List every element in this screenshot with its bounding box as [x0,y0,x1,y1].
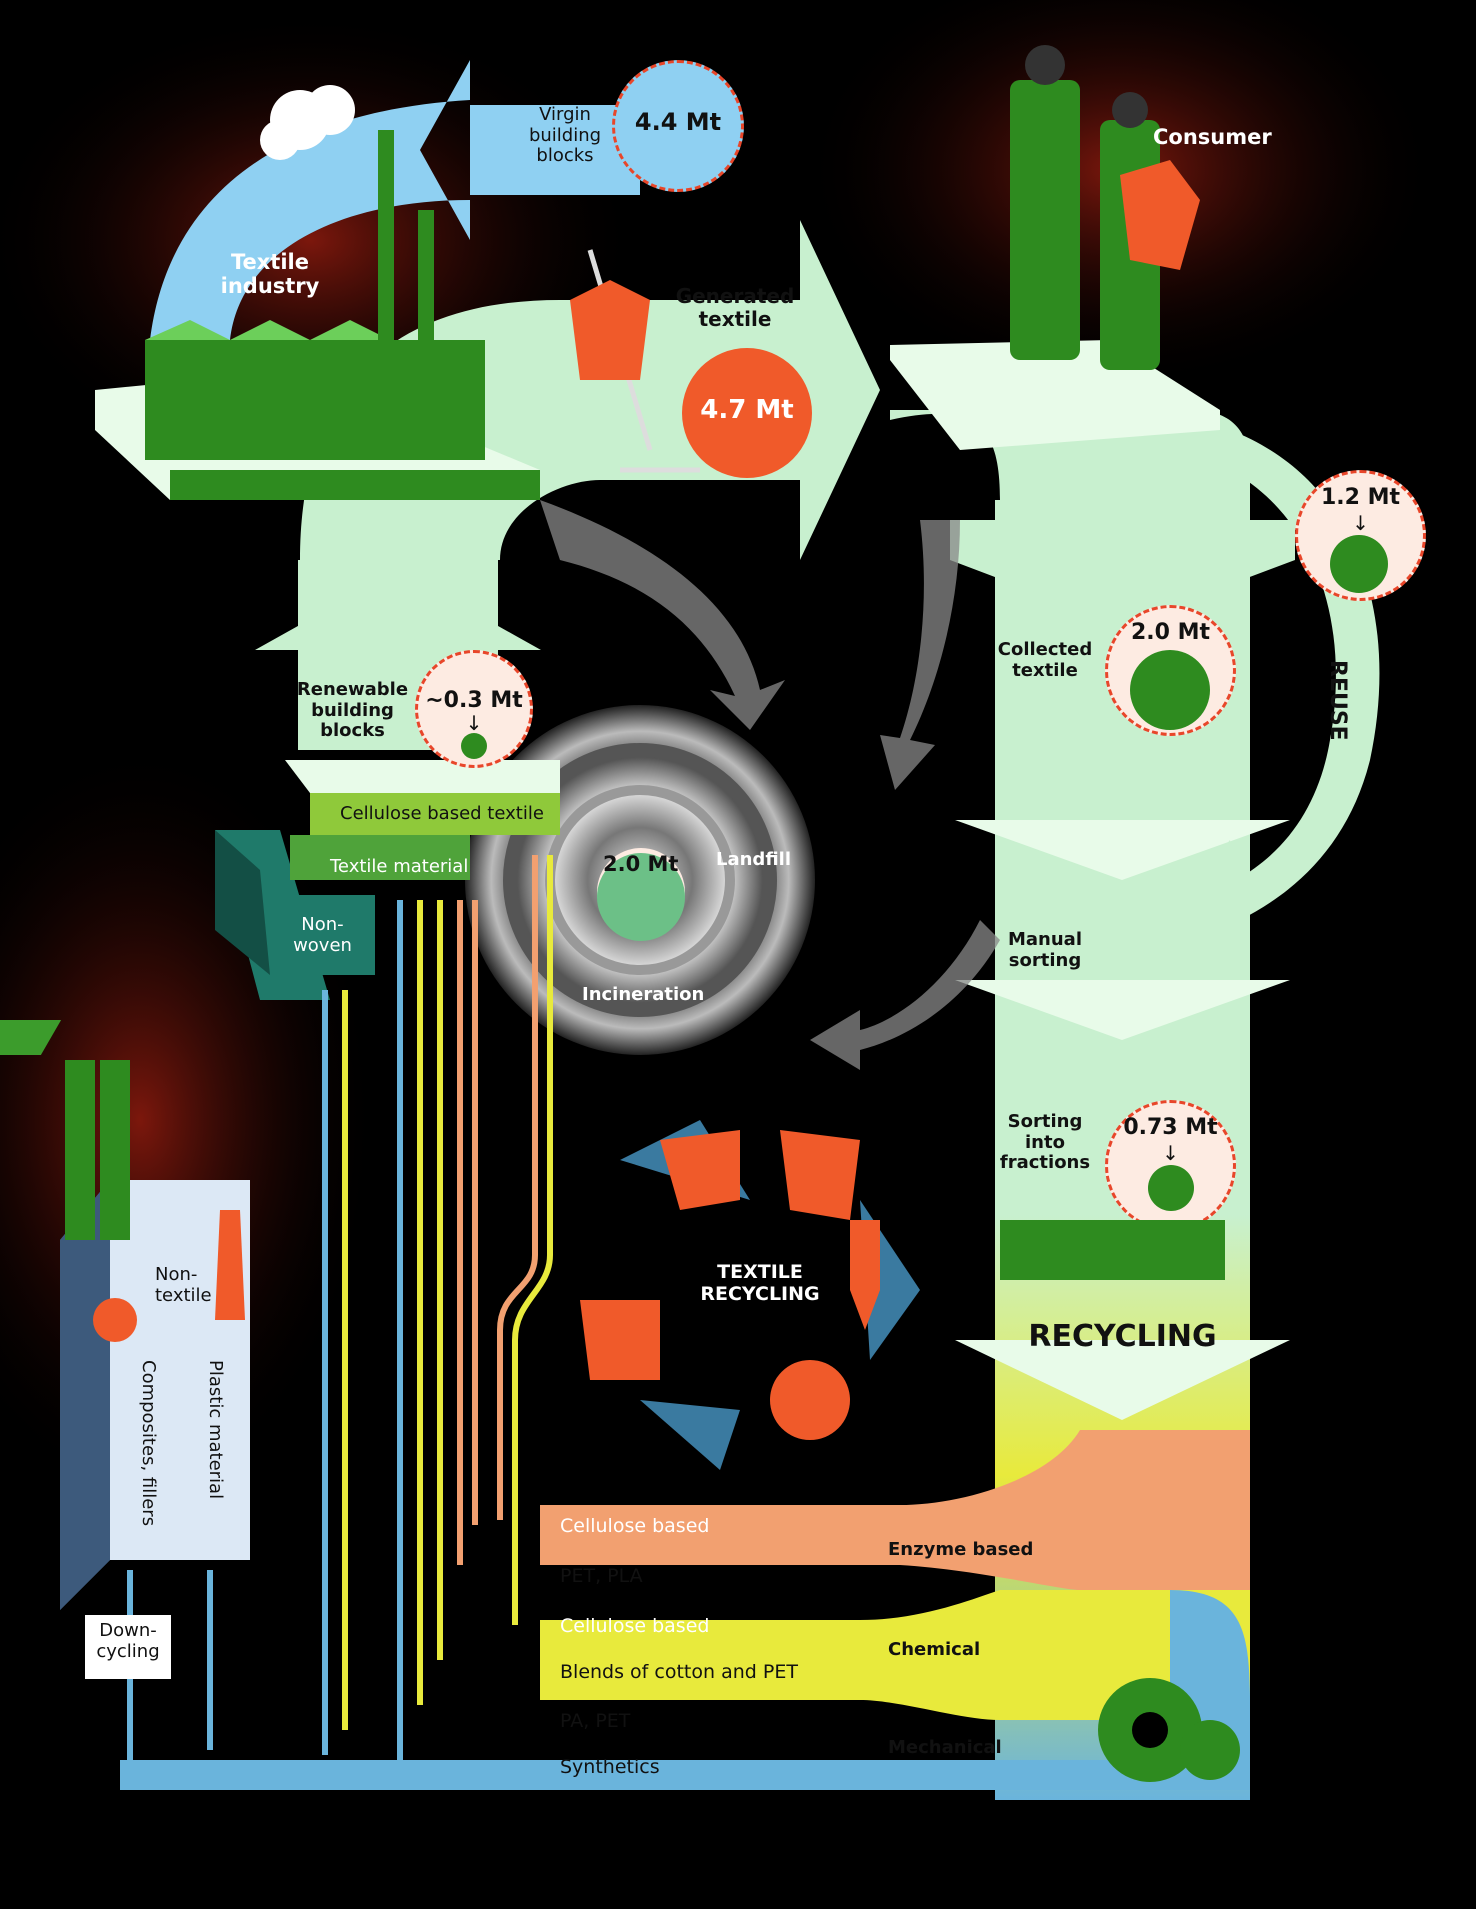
clothing-rack [570,249,700,473]
renewable-label: Renewable building blocks [296,679,409,742]
virgin-arrow-body [470,105,640,195]
waste-arrow-3 [810,920,1000,1070]
chevron-4 [955,1340,1290,1420]
generated-value: 4.7 Mt [700,395,794,425]
row-pet-pla: PET, PLA [560,1565,643,1587]
collected-label: Collected textile [997,639,1093,681]
waste-dot [597,853,685,941]
method-mechanical: Mechanical [888,1737,1002,1758]
renewable-down-arrow: ↓ [465,711,483,735]
waste-value: 2.0 Mt [603,852,679,876]
vortex-ring [503,743,777,1017]
virgin-value: 4.4 Mt [634,108,722,136]
collected-value: 2.0 Mt [1130,620,1211,645]
consumer-label: Consumer [1153,125,1272,149]
gear-small [1180,1720,1240,1780]
textile-recycling-label: TEXTILE RECYCLING [700,1261,820,1305]
fractions-value: 0.73 Mt [1123,1115,1218,1140]
textile-material-label: Textile material [330,856,469,877]
reuse-dot [1330,535,1388,593]
reuse-down-arrow: ↓ [1352,511,1369,535]
method-enzyme: Enzyme based [888,1539,1034,1560]
composites-label: Composites, fillers [138,1360,159,1527]
fractions-label: Sorting into fractions [999,1111,1091,1174]
downcycling-label: Down- cycling [85,1615,171,1679]
waste-arrow-1 [540,500,785,730]
row-synthetics: Synthetics [560,1756,660,1778]
nontextile-label: Non- textile [155,1264,212,1306]
waste-bubble [597,848,685,941]
cellulose-textile-label: Cellulose based textile [340,803,544,824]
reuse-label: REUSE [1325,660,1350,741]
mechanical-band [120,1680,1250,1790]
flow-lines [127,855,553,1760]
row-blends: Blends of cotton and PET [560,1661,798,1683]
chevron-3 [955,980,1290,1040]
virgin-bubble: 4.4 Mt [612,60,744,192]
row-cellulose-enzyme: Cellulose based [560,1515,710,1537]
row-cellulose-chemical: Cellulose based [560,1615,710,1637]
method-chemical: Chemical [888,1639,981,1660]
renewable-arrow-head [255,570,541,650]
consumer-platform [890,45,1220,450]
non-textile-box [60,1060,250,1610]
collected-dot [1130,650,1210,730]
landfill-label: Landfill [716,849,791,870]
swatch-knit [0,1020,62,1055]
chevron-1 [950,520,1295,625]
renewable-value: ~0.3 Mt [425,688,523,713]
recycling-symbol [580,1120,920,1470]
nonwoven-label: Non- woven [293,914,352,956]
plastic-label: Plastic material [205,1360,226,1500]
enzyme-band [540,1430,1250,1590]
manual-label: Manual sorting [1007,929,1082,971]
fraction-bins [1000,1220,1225,1280]
reuse-value: 1.2 Mt [1320,485,1401,510]
generated-bubble: 4.7 Mt [682,348,812,478]
row-pa-pet: PA, PET [560,1710,631,1732]
recycling-label: RECYCLING [1028,1319,1217,1354]
fractions-bubble: 0.73 Mt ↓ [1105,1100,1236,1231]
material-platforms [215,760,560,1000]
gear-hole [1132,1712,1168,1748]
generated-label: Generated textile [675,284,795,331]
waste-arrow-2 [880,520,960,790]
factory [95,85,540,500]
collected-bubble: 2.0 Mt [1105,605,1236,736]
renewable-dot [461,733,487,759]
reuse-bubble: 1.2 Mt ↓ [1295,470,1426,601]
chemical-band [540,1590,1250,1720]
virgin-label: Virgin building blocks [528,104,602,167]
industry-label: Textile industry [220,250,320,299]
fractions-down-arrow: ↓ [1162,1141,1179,1165]
renewable-bubble: ~0.3 Mt ↓ [415,650,533,768]
incineration-label: Incineration [582,984,705,1005]
fractions-dot [1148,1165,1194,1211]
chevron-2 [955,820,1290,880]
